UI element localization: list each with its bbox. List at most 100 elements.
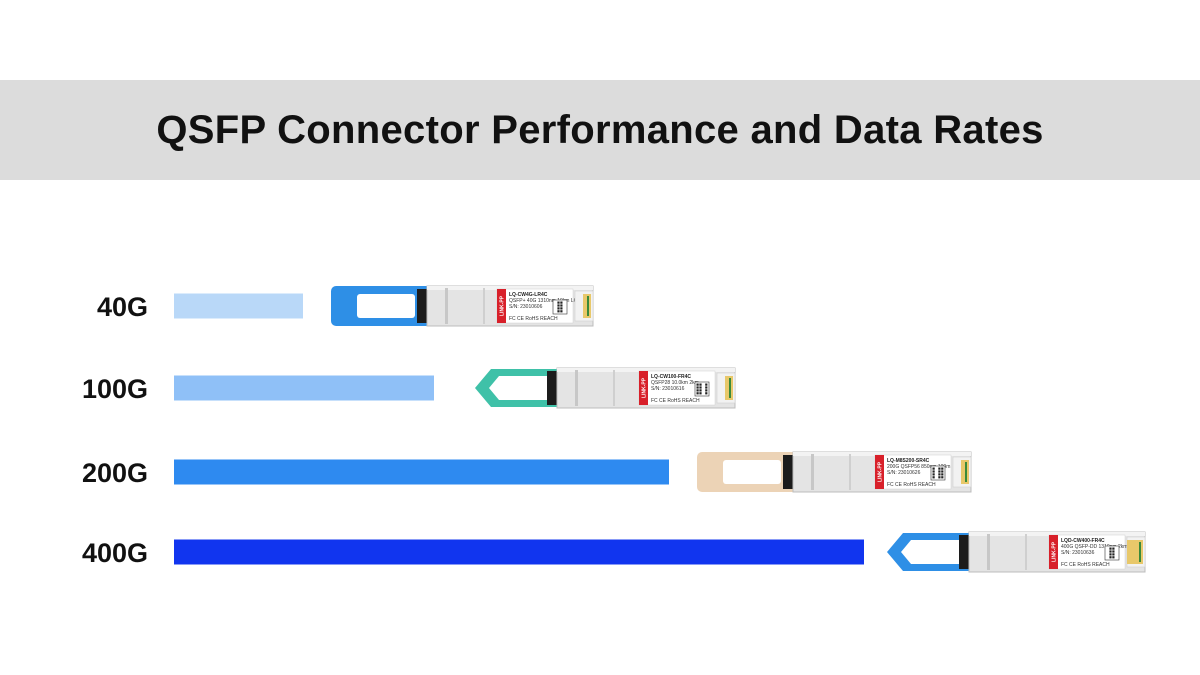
pcb-edge	[965, 462, 967, 482]
bar-40g	[174, 293, 303, 319]
brand-strip	[1049, 535, 1058, 569]
pcb-edge	[1139, 542, 1141, 562]
tick-label-200g: 200G	[82, 458, 148, 488]
brand-text: LINK-PP	[499, 295, 505, 316]
brand-text: LINK-PP	[1051, 541, 1057, 562]
bar-100g	[174, 375, 434, 401]
housing-groove	[811, 454, 814, 490]
label-line: LQ-CW100-FR4C	[651, 374, 691, 380]
label-line: LQ-CW4G-LR4C	[509, 292, 548, 298]
label-line: LQD-CW400-FR4C	[1061, 538, 1105, 544]
qr-cell	[932, 473, 935, 476]
tick-label-40g: 40G	[97, 292, 148, 322]
qr-cell	[941, 476, 944, 479]
qr-cell	[938, 476, 941, 479]
housing-highlight	[793, 452, 971, 456]
qr-cell	[932, 467, 935, 470]
qr-cell	[699, 383, 702, 386]
qr-cell	[1109, 553, 1112, 556]
qr-cell	[1109, 547, 1112, 550]
label-line: S/N: 23010626	[887, 470, 921, 476]
qr-cell	[557, 301, 560, 304]
compliance-marks: FC CE RoHS REACH	[1061, 562, 1110, 568]
qr-cell	[699, 386, 702, 389]
qr-cell	[557, 304, 560, 307]
housing-groove	[1025, 534, 1027, 570]
tick-label-400g: 400G	[82, 538, 148, 568]
bar-400g	[174, 539, 864, 565]
qr-cell	[560, 307, 563, 310]
qr-cell	[705, 383, 708, 386]
housing-groove	[613, 370, 615, 406]
qr-cell	[1109, 556, 1112, 559]
housing-groove	[849, 454, 851, 490]
pull-tab-hole	[357, 294, 415, 318]
compliance-marks: FC CE RoHS REACH	[887, 482, 936, 488]
qr-cell	[699, 389, 702, 392]
qr-cell	[699, 392, 702, 395]
label-line: S/N: 23010636	[1061, 550, 1095, 556]
label-line: S/N: 23010616	[651, 386, 685, 392]
brand-strip	[639, 371, 648, 405]
brand-strip	[497, 289, 506, 323]
qr-cell	[932, 470, 935, 473]
qr-cell	[932, 476, 935, 479]
qr-cell	[938, 470, 941, 473]
housing-groove	[445, 288, 448, 324]
pcb-edge	[587, 296, 589, 316]
brand-text: LINK-PP	[877, 461, 883, 482]
qr-cell	[938, 473, 941, 476]
bar-200g	[174, 459, 669, 485]
housing-highlight	[427, 286, 593, 290]
qr-cell	[1112, 553, 1115, 556]
label-line: 400G QSFP-DD 1310nm 2km	[1061, 544, 1127, 550]
qr-cell	[696, 389, 699, 392]
qr-cell	[1109, 550, 1112, 553]
housing-groove	[987, 534, 990, 570]
label-line: S/N: 23010606	[509, 304, 543, 310]
qr-cell	[557, 310, 560, 313]
qr-cell	[938, 467, 941, 470]
pull-tab-hole	[901, 540, 959, 564]
qr-cell	[705, 386, 708, 389]
qr-cell	[560, 310, 563, 313]
label-line: LQ-M8S200-SR4C	[887, 458, 930, 464]
housing-highlight	[557, 368, 735, 372]
housing-groove	[575, 370, 578, 406]
pull-tab-hole	[723, 460, 781, 484]
qr-cell	[696, 392, 699, 395]
label-line: 200G QSFP56 850nm 100m	[887, 464, 950, 470]
compliance-marks: FC CE RoHS REACH	[509, 316, 558, 322]
compliance-marks: FC CE RoHS REACH	[651, 398, 700, 404]
qr-cell	[696, 386, 699, 389]
qr-cell	[560, 301, 563, 304]
tick-label-100g: 100G	[82, 374, 148, 404]
qr-cell	[560, 304, 563, 307]
qr-cell	[1112, 556, 1115, 559]
housing-highlight	[969, 532, 1145, 536]
qr-cell	[1112, 547, 1115, 550]
pcb-edge	[729, 378, 731, 398]
qr-cell	[705, 392, 708, 395]
label-line: QSFP28 10.0km 2km	[651, 380, 699, 386]
title-band: QSFP Connector Performance and Data Rate…	[0, 80, 1200, 180]
brand-strip	[875, 455, 884, 489]
qr-cell	[696, 383, 699, 386]
qr-cell	[705, 389, 708, 392]
brand-text: LINK-PP	[641, 377, 647, 398]
qr-code	[1104, 545, 1120, 561]
pull-tab-hole	[489, 376, 547, 400]
label-line: QSFP+ 40G 1310nm 10km LC	[509, 298, 578, 304]
housing-groove	[483, 288, 485, 324]
qr-code	[552, 299, 568, 315]
qr-cell	[941, 467, 944, 470]
qr-cell	[557, 307, 560, 310]
qr-cell	[941, 470, 944, 473]
qr-cell	[1112, 550, 1115, 553]
chart-title: QSFP Connector Performance and Data Rate…	[156, 107, 1044, 152]
